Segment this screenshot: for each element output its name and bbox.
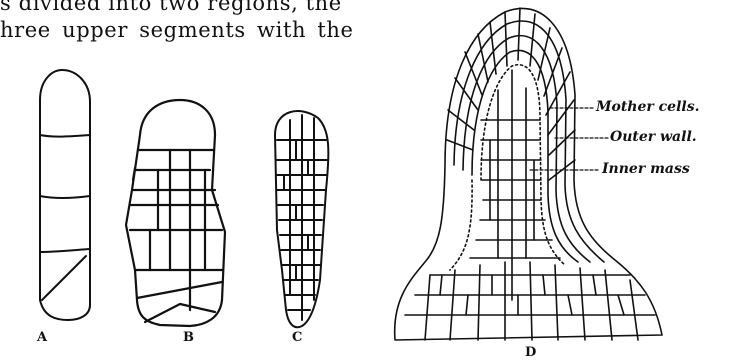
figure-d-label: D bbox=[525, 345, 536, 360]
annotation-mother-cells: Mother cells. bbox=[596, 99, 699, 115]
figure-b-label: B bbox=[183, 330, 194, 345]
figure-a-label: A bbox=[37, 330, 47, 345]
figure-a-embryo bbox=[40, 70, 90, 320]
annotation-inner-mass: Inner mass bbox=[602, 161, 690, 177]
figure-c-embryo bbox=[275, 111, 328, 327]
figure-b-embryo bbox=[126, 100, 225, 326]
figure-c-label: C bbox=[292, 330, 302, 345]
annotation-outer-wall: Outer wall. bbox=[610, 129, 697, 145]
